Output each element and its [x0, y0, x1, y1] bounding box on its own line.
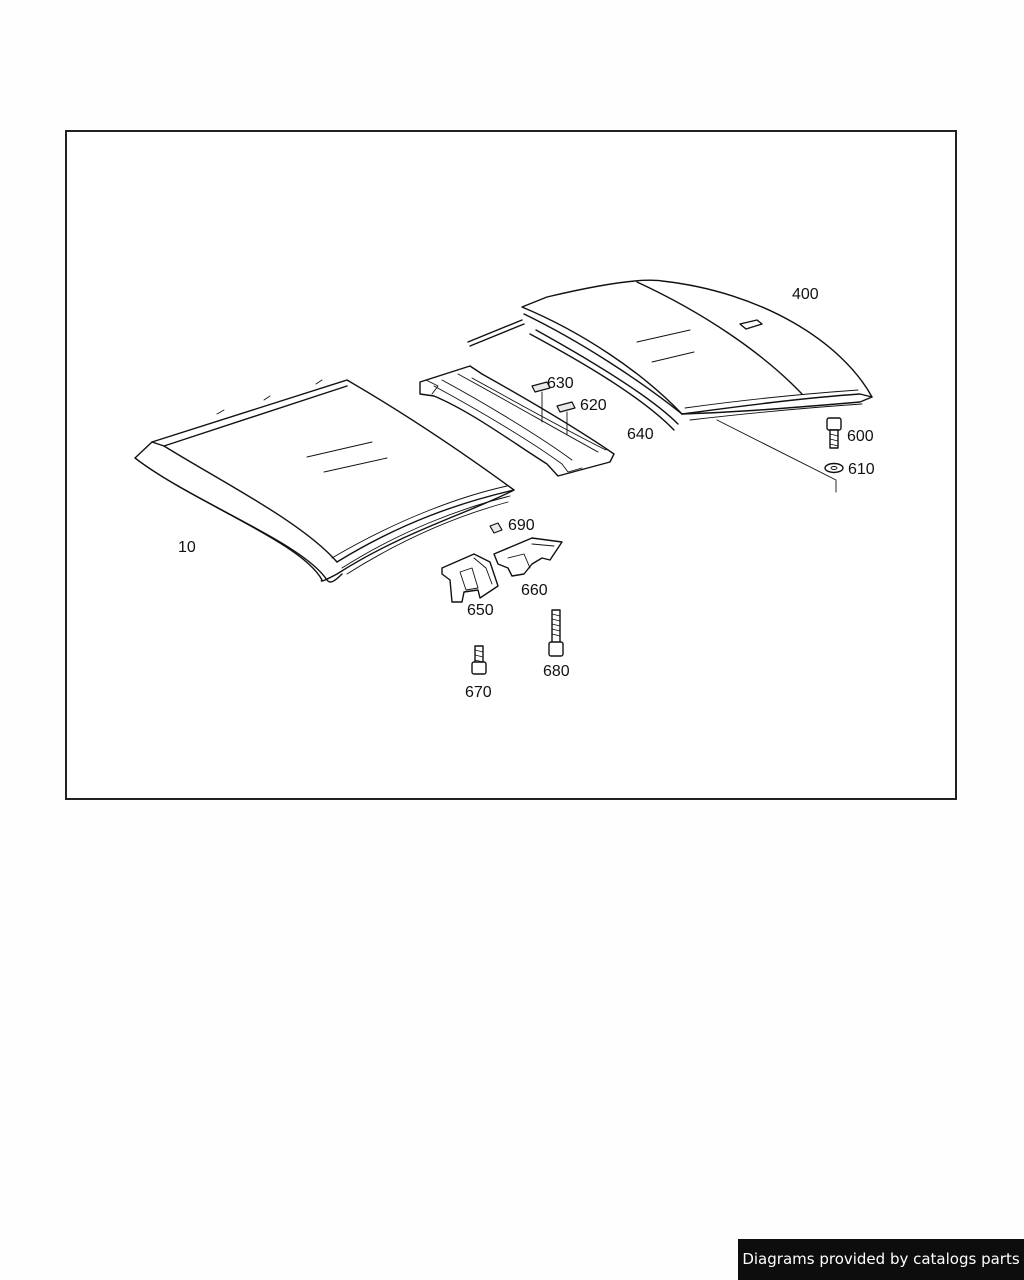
- part-label-600: 600: [847, 428, 874, 445]
- part-label-620: 620: [580, 397, 607, 414]
- part-label-690: 690: [508, 517, 535, 534]
- leader-line-600-610: [716, 419, 837, 493]
- part-label-10: 10: [178, 539, 196, 556]
- pad-630[interactable]: [531, 381, 551, 423]
- part-label-630: 630: [547, 375, 574, 392]
- parts-diagram-frame: 10 400 600 610 620 630 640 650 660 670 6…: [65, 130, 957, 800]
- bolt-600[interactable]: [826, 417, 842, 449]
- bracket-650[interactable]: [441, 553, 499, 603]
- part-label-670: 670: [465, 684, 492, 701]
- part-label-640: 640: [627, 426, 654, 443]
- roof-panel-rear[interactable]: [521, 279, 873, 421]
- clip-690[interactable]: [489, 522, 503, 534]
- footer-credit-badge: Diagrams provided by catalogs parts: [738, 1239, 1024, 1280]
- part-label-610: 610: [848, 461, 875, 478]
- part-label-400: 400: [792, 286, 819, 303]
- pad-620[interactable]: [556, 401, 576, 435]
- part-label-650: 650: [467, 602, 494, 619]
- seal-rail[interactable]: [467, 319, 679, 431]
- bolt-680[interactable]: [548, 609, 564, 657]
- center-frame[interactable]: [419, 365, 615, 477]
- bracket-660[interactable]: [493, 537, 563, 577]
- roof-panel-front[interactable]: [134, 379, 515, 583]
- part-label-660: 660: [521, 582, 548, 599]
- part-label-680: 680: [543, 663, 570, 680]
- bolt-670[interactable]: [471, 645, 487, 675]
- washer-610[interactable]: [824, 462, 844, 474]
